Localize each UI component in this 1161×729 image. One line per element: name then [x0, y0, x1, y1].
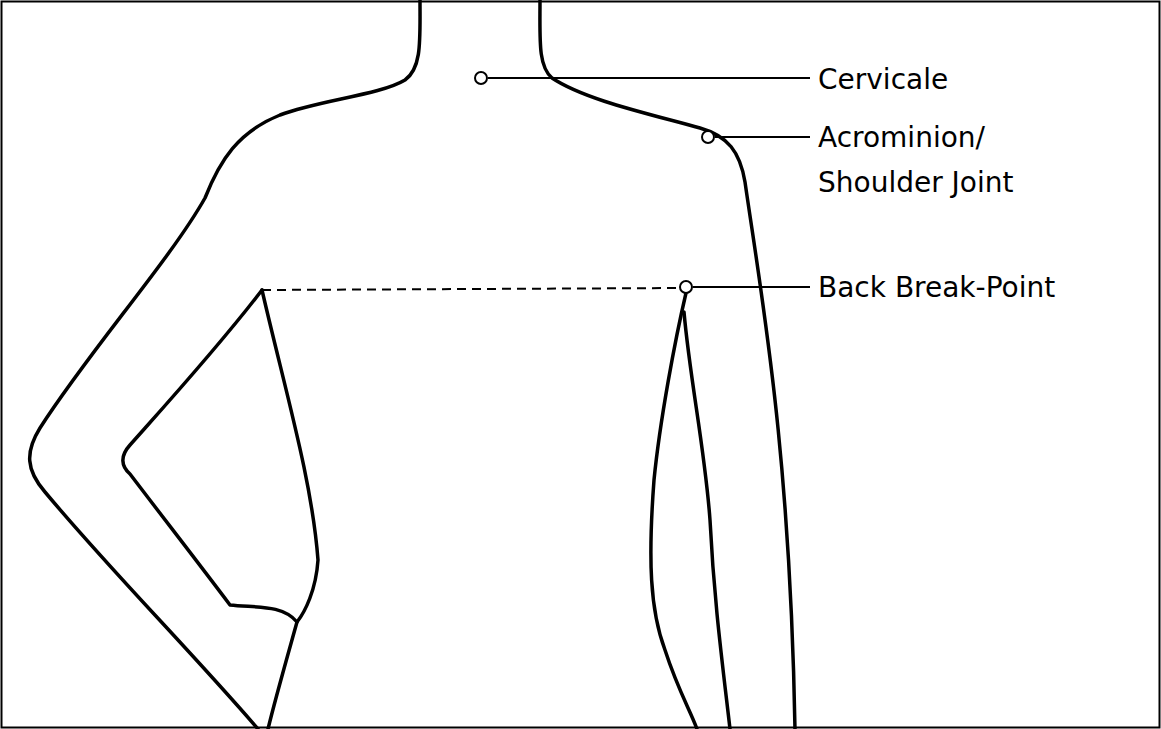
right-outline	[540, 0, 795, 729]
break-point-line	[262, 288, 680, 290]
right-inner-arm	[684, 312, 730, 729]
left-outline	[30, 0, 420, 729]
left-torso	[262, 290, 318, 729]
leader-line	[715, 136, 810, 138]
landmark-dot	[475, 72, 487, 84]
landmark-dot	[702, 131, 714, 143]
leader-line	[693, 286, 810, 288]
landmark-label: Back Break-Point	[818, 265, 1148, 310]
leader-line	[488, 77, 810, 79]
landmark-dot	[680, 281, 692, 293]
landmark-label: Cervicale	[818, 57, 1138, 102]
landmark-label: Acrominion/ Shoulder Joint	[818, 115, 1093, 205]
left-inner-arm	[123, 290, 297, 622]
